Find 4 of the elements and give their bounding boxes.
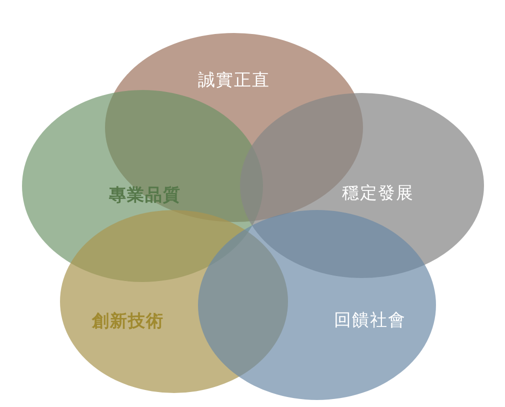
ellipse-label: 穩定發展	[342, 182, 414, 204]
ellipse-label: 創新技術	[92, 310, 164, 332]
ellipse-label: 誠實正直	[198, 70, 270, 92]
ellipse-label: 回饋社會	[334, 310, 406, 332]
